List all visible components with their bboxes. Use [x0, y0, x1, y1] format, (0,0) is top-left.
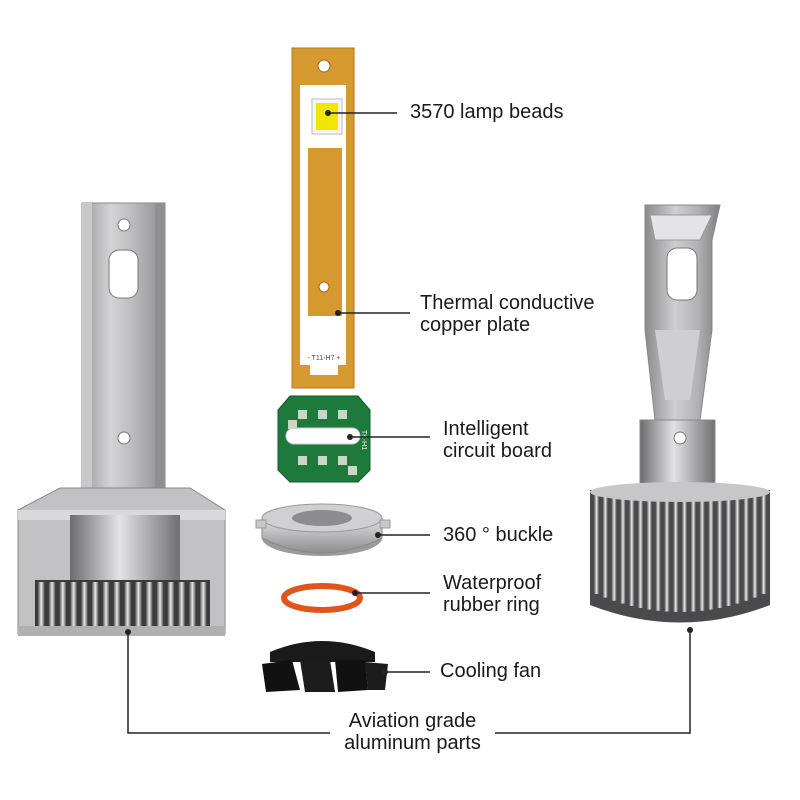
cooling-fan	[262, 641, 388, 692]
left-fin	[70, 582, 77, 626]
label-aluminum-parts-line2: aluminum parts	[344, 732, 481, 754]
label-buckle: 360 ° buckle	[443, 524, 553, 546]
leader-aluminum-left	[127, 632, 330, 734]
buckle	[255, 503, 391, 556]
right-fin	[699, 494, 705, 611]
right-fin	[752, 494, 758, 598]
label-copper-plate-line1: Thermal conductive	[420, 292, 595, 314]
label-rubber-ring-line2: rubber ring	[443, 594, 540, 616]
left-fin	[146, 582, 153, 626]
pcb-pad	[348, 466, 357, 475]
right-bulb	[590, 204, 770, 623]
leader-lines	[127, 112, 691, 734]
label-rubber-ring: Waterproof rubber ring	[443, 572, 541, 616]
left-fin	[156, 582, 164, 626]
right-fin	[743, 494, 749, 601]
right-stem-slot	[666, 247, 698, 301]
left-fin	[113, 582, 121, 626]
leader-dots	[125, 110, 693, 675]
pcb-pad	[298, 410, 307, 419]
label-buckle-text: 360 ° buckle	[443, 524, 554, 546]
left-fin	[38, 582, 45, 626]
pcb-pad	[338, 410, 347, 419]
right-fin	[611, 494, 617, 601]
left-bulb-inner-core	[70, 515, 180, 590]
plate-hole-top	[317, 59, 331, 73]
left-stem-slot	[108, 249, 139, 299]
right-fin	[734, 494, 740, 604]
board-marking: TK-H1	[360, 430, 367, 450]
left-fin	[189, 582, 196, 626]
right-fin	[620, 494, 626, 604]
right-fin	[717, 494, 723, 608]
right-fin	[646, 494, 652, 610]
pcb-pad	[298, 456, 307, 465]
label-rubber-ring-line1: Waterproof	[443, 572, 542, 594]
right-fin	[708, 494, 714, 610]
right-fin	[664, 494, 670, 612]
label-aluminum-parts-line1: Aviation grade	[348, 710, 477, 732]
waterproof-rubber-ring	[281, 583, 363, 613]
right-fin	[690, 494, 696, 612]
leader-aluminum-right	[495, 630, 691, 734]
label-cooling-fan: Cooling fan	[440, 660, 541, 682]
left-fin	[124, 582, 131, 626]
left-fin	[200, 582, 207, 626]
left-stem-hole-top	[117, 218, 131, 232]
right-fin	[673, 494, 679, 612]
label-aluminum-parts: Aviation grade aluminum parts	[330, 710, 495, 754]
circuit-board: TK-H1	[277, 395, 371, 483]
left-fin	[48, 582, 56, 626]
right-fin	[638, 494, 643, 608]
lamp-bead	[311, 98, 343, 135]
left-fin	[59, 582, 67, 626]
pcb-pads	[288, 410, 357, 475]
left-fin	[135, 582, 142, 626]
label-copper-plate: Thermal conductive copper plate	[420, 292, 595, 336]
right-bulb-heatsink	[590, 482, 770, 623]
left-fin	[178, 582, 185, 626]
right-fin	[655, 494, 661, 611]
left-stem-hole-bottom	[117, 431, 131, 445]
left-fin	[81, 582, 88, 626]
pcb-pad	[318, 410, 327, 419]
label-lamp-beads-text: 3570 lamp beads	[410, 101, 564, 123]
right-fin	[682, 494, 687, 612]
label-copper-plate-line2: copper plate	[420, 314, 531, 336]
right-stem-hole	[673, 431, 687, 445]
right-fin	[726, 494, 731, 606]
right-fin	[602, 494, 608, 598]
left-fin	[167, 582, 175, 626]
pcb-pad	[338, 456, 347, 465]
label-circuit-board-line1: Intelligent	[443, 418, 529, 440]
right-fin	[761, 494, 767, 594]
left-bulb-stem	[81, 202, 166, 489]
plate-marking: - T11-H7 +	[307, 355, 340, 362]
label-cooling-fan-text: Cooling fan	[440, 660, 542, 682]
pcb-pad	[318, 456, 327, 465]
left-bulb-fin-ring	[35, 580, 210, 628]
right-fin	[594, 494, 599, 594]
right-fin	[629, 494, 635, 606]
pcb-pad	[288, 420, 297, 429]
label-circuit-board-line2: circuit board	[443, 440, 552, 462]
left-bulb	[17, 202, 226, 636]
plate-hole-mid	[318, 281, 330, 293]
label-circuit-board: Intelligent circuit board	[443, 418, 552, 462]
left-fin	[102, 582, 110, 626]
left-fin	[92, 582, 99, 626]
label-lamp-beads: 3570 lamp beads	[410, 101, 563, 123]
